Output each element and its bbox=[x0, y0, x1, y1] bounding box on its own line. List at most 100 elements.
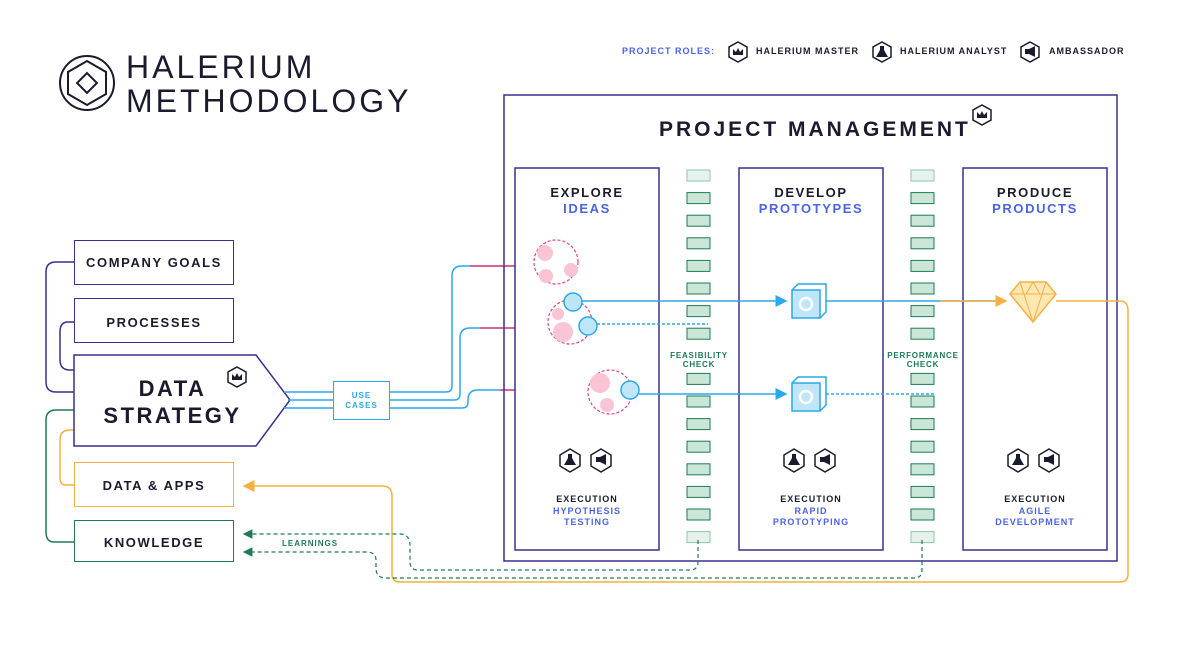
gate-block bbox=[910, 463, 935, 476]
product-flow bbox=[242, 295, 1129, 583]
produce-title: PRODUCE bbox=[996, 185, 1074, 200]
gate-block bbox=[910, 508, 935, 521]
processes-box: PROCESSES bbox=[74, 298, 234, 343]
gate-block bbox=[686, 485, 711, 498]
gate-block bbox=[910, 169, 935, 182]
flask-icon bbox=[1007, 448, 1029, 473]
megaphone-icon bbox=[1038, 448, 1060, 473]
data-strategy-line1: DATA bbox=[138, 376, 207, 401]
feasibility-line2: CHECK bbox=[664, 360, 734, 369]
gate-block bbox=[910, 395, 935, 408]
gate-block bbox=[686, 305, 711, 318]
performance-gate bbox=[910, 169, 935, 544]
prototype-cube-1 bbox=[791, 283, 827, 319]
halerium-logo-icon bbox=[59, 55, 115, 111]
feasibility-gate bbox=[686, 169, 711, 544]
company-goals-label: COMPANY GOALS bbox=[86, 255, 222, 270]
gate-block bbox=[910, 192, 935, 205]
feasibility-line1: FEASIBILITY bbox=[664, 351, 734, 360]
performance-line1: PERFORMANCE bbox=[886, 351, 960, 360]
project-management-frame bbox=[503, 94, 1118, 562]
megaphone-icon bbox=[814, 448, 836, 473]
gate-block bbox=[686, 418, 711, 431]
gate-block bbox=[686, 214, 711, 227]
gate-block bbox=[686, 440, 711, 453]
gate-block bbox=[910, 305, 935, 318]
explore-subtitle: IDEAS bbox=[563, 201, 611, 216]
gate-block bbox=[686, 463, 711, 476]
roles-heading: PROJECT ROLES: bbox=[622, 46, 716, 56]
develop-subtitle: PROTOTYPES bbox=[758, 201, 864, 216]
produce-exec-sub1: AGILE bbox=[1018, 506, 1052, 516]
processes-label: PROCESSES bbox=[106, 315, 202, 330]
role-analyst-label: HALERIUM ANALYST bbox=[900, 46, 1008, 56]
produce-subtitle: PRODUCTS bbox=[992, 201, 1078, 216]
flask-icon bbox=[783, 448, 805, 473]
idea-cluster-1 bbox=[533, 239, 579, 285]
gate-block bbox=[910, 440, 935, 453]
produce-column bbox=[962, 167, 1108, 551]
develop-exec-title: EXECUTION bbox=[780, 494, 842, 504]
explore-exec-sub2: TESTING bbox=[563, 517, 610, 527]
gate-block bbox=[910, 214, 935, 227]
idea-cluster-2 bbox=[547, 292, 598, 345]
role-ambassador-label: AMBASSADOR bbox=[1049, 46, 1125, 56]
gate-block bbox=[910, 372, 935, 385]
data-apps-label: DATA & APPS bbox=[102, 478, 206, 493]
learnings-label: LEARNINGS bbox=[282, 539, 339, 548]
gate-block bbox=[686, 259, 711, 272]
prototype-cube-2 bbox=[791, 376, 827, 412]
use-cases-line1: USE bbox=[351, 391, 372, 400]
develop-exec-sub1: RAPID bbox=[794, 506, 828, 516]
gate-block bbox=[910, 485, 935, 498]
gate-block bbox=[686, 395, 711, 408]
gate-block bbox=[910, 418, 935, 431]
develop-title: DEVELOP bbox=[774, 185, 848, 200]
gate-block bbox=[910, 282, 935, 295]
gate-block bbox=[686, 508, 711, 521]
gate-block bbox=[686, 169, 711, 182]
idea-cluster-3 bbox=[587, 369, 640, 415]
crown-icon bbox=[972, 104, 992, 126]
flask-icon bbox=[872, 41, 892, 63]
learnings-flow bbox=[242, 529, 923, 579]
knowledge-box: KNOWLEDGE bbox=[74, 520, 234, 562]
megaphone-icon bbox=[590, 448, 612, 473]
product-diamond-icon bbox=[1009, 281, 1057, 324]
gate-block bbox=[910, 259, 935, 272]
company-goals-box: COMPANY GOALS bbox=[74, 240, 234, 285]
knowledge-label: KNOWLEDGE bbox=[103, 535, 205, 550]
gate-block bbox=[686, 192, 711, 205]
flask-icon bbox=[559, 448, 581, 473]
gate-block bbox=[910, 327, 935, 340]
gate-block bbox=[686, 372, 711, 385]
input-flow-arrows bbox=[45, 261, 90, 543]
use-case-connectors bbox=[284, 265, 586, 409]
performance-line2: CHECK bbox=[886, 360, 960, 369]
gate-block bbox=[686, 237, 711, 250]
data-strategy-line2: STRATEGY bbox=[103, 403, 242, 428]
gate-block bbox=[686, 327, 711, 340]
use-cases-box: USE CASES bbox=[333, 381, 390, 420]
gate-block bbox=[686, 282, 711, 295]
role-master-label: HALERIUM MASTER bbox=[756, 46, 859, 56]
execution-role-icons bbox=[559, 448, 1060, 473]
use-cases-line2: CASES bbox=[345, 401, 378, 410]
produce-exec-sub2: DEVELOPMENT bbox=[995, 517, 1075, 527]
crown-icon bbox=[227, 366, 247, 388]
explore-column bbox=[514, 167, 660, 551]
explore-title: EXPLORE bbox=[550, 185, 624, 200]
explore-exec-sub1: HYPOTHESIS bbox=[552, 506, 621, 516]
gate-block bbox=[910, 237, 935, 250]
project-management-title: PROJECT MANAGEMENT bbox=[659, 118, 971, 141]
develop-column bbox=[738, 167, 884, 551]
logo-line2: METHODOLOGY bbox=[126, 83, 412, 119]
develop-exec-sub2: PROTOTYPING bbox=[772, 517, 850, 527]
data-apps-box: DATA & APPS bbox=[74, 462, 234, 507]
produce-exec-title: EXECUTION bbox=[1004, 494, 1066, 504]
logo-line1: HALERIUM bbox=[126, 49, 316, 85]
megaphone-icon bbox=[1020, 41, 1040, 63]
explore-exec-title: EXECUTION bbox=[556, 494, 618, 504]
